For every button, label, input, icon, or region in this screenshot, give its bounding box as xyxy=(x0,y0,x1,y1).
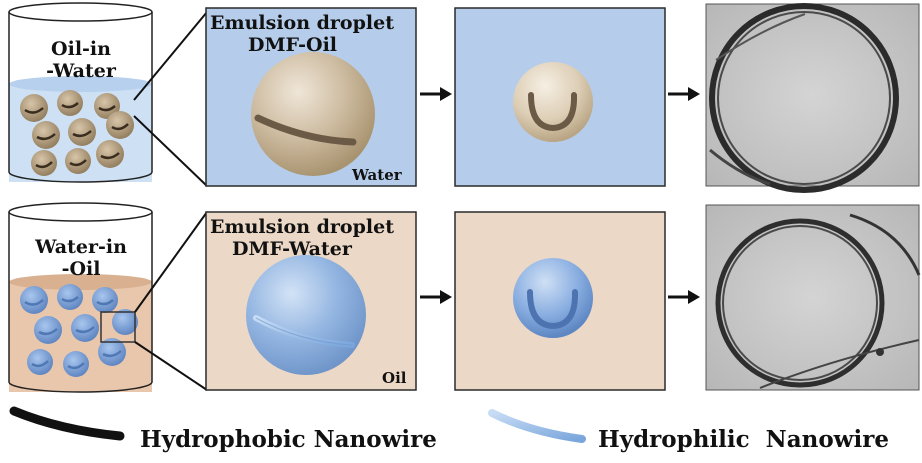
beaker-label-bottom-line2: -Oil xyxy=(61,258,101,280)
legend-hydrophilic-wire xyxy=(488,409,586,443)
zoom-line xyxy=(133,115,208,187)
panel-bottom-title-line1: Emulsion droplet xyxy=(210,216,394,238)
oil-droplet-small xyxy=(513,62,593,142)
beaker-oil-in-water xyxy=(8,2,153,183)
beaker-label-top: Oil-in -Water xyxy=(14,38,148,82)
tem-image-water-ring xyxy=(705,204,921,391)
arrow-right xyxy=(668,290,700,304)
beaker-label-bottom-line1: Water-in xyxy=(35,236,127,258)
panel-top-medium-label: Water xyxy=(352,166,402,184)
panel-top-title-line1: Emulsion droplet xyxy=(210,12,394,34)
panel-bottom-title-line2: DMF-Water xyxy=(232,238,352,260)
beaker-label-top-line2: -Water xyxy=(46,60,116,82)
zoom-line xyxy=(133,11,208,101)
panel-bottom-medium-label: Oil xyxy=(382,369,407,387)
beaker-water-in-oil xyxy=(8,202,153,393)
beaker-label-top-line1: Oil-in xyxy=(51,38,111,60)
water-droplet-large xyxy=(246,255,366,375)
water-droplet-beads xyxy=(20,284,138,377)
zoom-line xyxy=(134,211,208,313)
arrow-right xyxy=(420,290,452,304)
oil-droplet-large xyxy=(251,52,375,176)
tem-image-oil-ring xyxy=(705,3,920,193)
legend-hydrophobic-label: Hydrophobic Nanowire xyxy=(140,426,437,453)
panel-shrunk-oil-droplet xyxy=(454,7,666,187)
water-droplet-small xyxy=(513,258,593,338)
legend-hydrophobic-wire xyxy=(9,406,125,441)
panel-top-title-line2: DMF-Oil xyxy=(248,34,338,56)
arrow-right xyxy=(420,87,452,101)
oil-droplet-beads xyxy=(20,90,134,176)
arrow-right xyxy=(668,87,700,101)
zoom-line xyxy=(134,341,208,391)
beaker-label-bottom: Water-in -Oil xyxy=(14,236,148,280)
legend-hydrophilic-label: Hydrophilic Nanowire xyxy=(598,426,889,453)
